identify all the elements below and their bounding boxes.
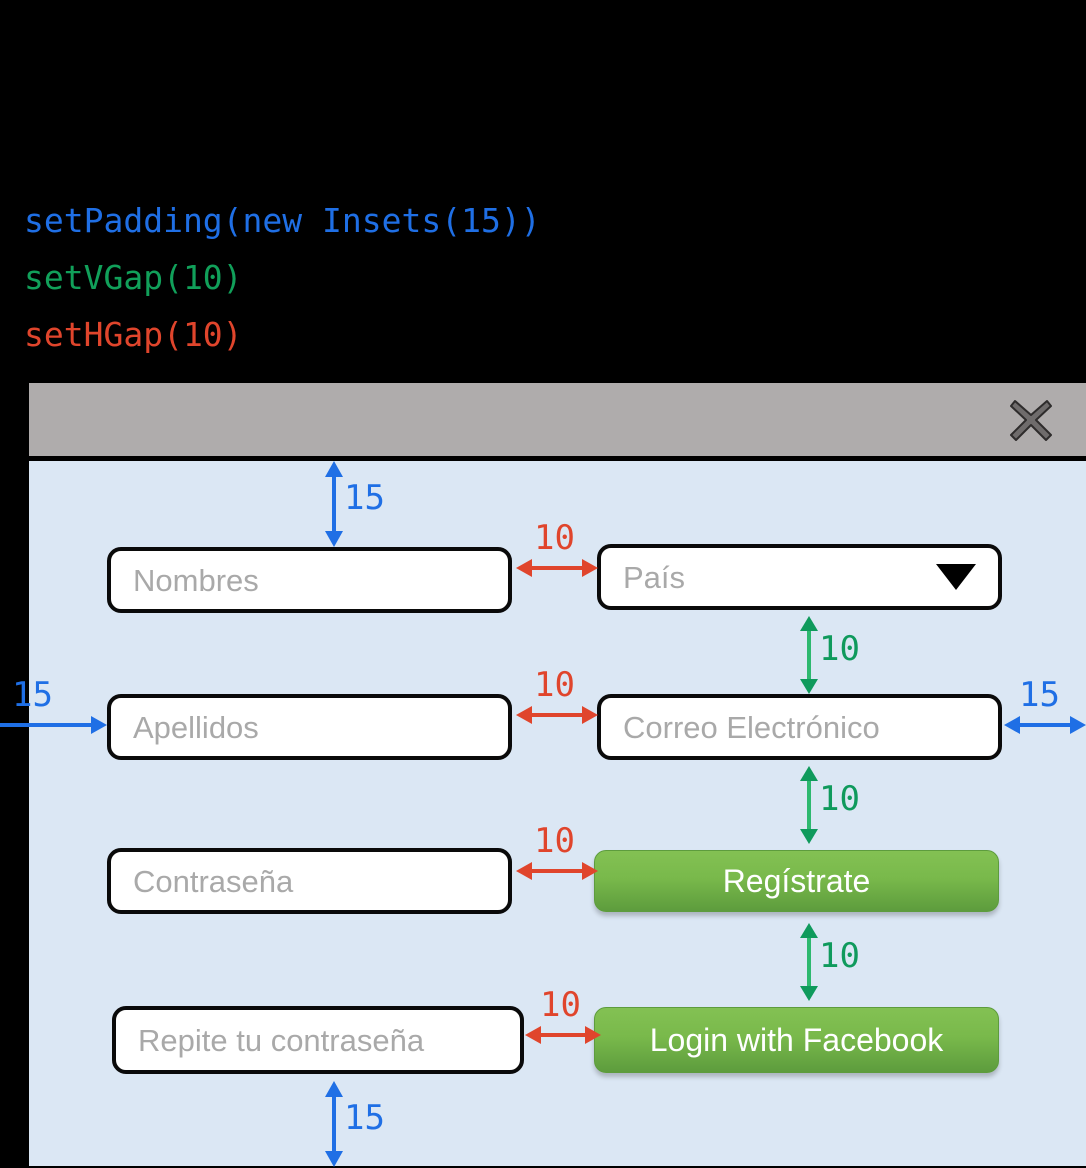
annotation-hgap-row1-label: 10	[534, 518, 575, 558]
registrate-button[interactable]: Regístrate	[594, 850, 999, 912]
chevron-down-icon[interactable]	[936, 564, 976, 590]
annotation-padding-top-label: 15	[344, 478, 385, 518]
annotation-hgap-row4: 10	[525, 988, 601, 1046]
password-placeholder: Contraseña	[133, 863, 294, 899]
annotation-padding-top: 15	[322, 461, 385, 547]
form-panel: Nombres País Apellidos Correo Electrónic…	[0, 461, 1086, 1167]
annotation-hgap-row2-label: 10	[534, 665, 575, 705]
correo-input[interactable]: Correo Electrónico	[597, 694, 1002, 760]
password-input[interactable]: Contraseña	[107, 848, 512, 914]
code-line-setpadding: setPadding(new Insets(15))	[24, 201, 541, 240]
annotation-vgap-3: 10	[797, 923, 860, 1001]
apellidos-placeholder: Apellidos	[133, 709, 259, 745]
annotation-vgap-1-label: 10	[819, 629, 860, 669]
annotation-vgap-1: 10	[797, 616, 860, 694]
correo-placeholder: Correo Electrónico	[623, 709, 880, 745]
annotation-hgap-row3-label: 10	[534, 821, 575, 861]
repeat-password-placeholder: Repite tu contraseña	[138, 1022, 425, 1058]
annotation-padding-right: 15	[1004, 678, 1086, 736]
annotation-padding-bottom: 15	[322, 1081, 385, 1167]
nombres-placeholder: Nombres	[133, 562, 259, 598]
annotation-hgap-row2: 10	[516, 668, 598, 726]
pais-placeholder: País	[623, 559, 686, 595]
close-icon[interactable]	[1008, 397, 1054, 443]
annotation-vgap-2-label: 10	[819, 779, 860, 819]
repeat-password-input[interactable]: Repite tu contraseña	[112, 1006, 524, 1074]
facebook-login-button[interactable]: Login with Facebook	[594, 1007, 999, 1073]
code-line-sethgap: setHGap(10)	[24, 315, 243, 354]
window-titlebar	[29, 383, 1086, 461]
annotation-padding-left: 15	[0, 678, 107, 736]
code-annotation-block: setPadding(new Insets(15)) setVGap(10) s…	[24, 192, 724, 363]
app-window: Nombres País Apellidos Correo Electrónic…	[0, 380, 1086, 1168]
nombres-input[interactable]: Nombres	[107, 547, 512, 613]
annotation-hgap-row3: 10	[516, 824, 598, 882]
annotation-padding-right-label: 15	[1019, 675, 1060, 715]
apellidos-input[interactable]: Apellidos	[107, 694, 512, 760]
pais-combobox[interactable]: País	[597, 544, 1002, 610]
facebook-login-button-label: Login with Facebook	[649, 1021, 944, 1058]
annotation-hgap-row1: 10	[516, 521, 598, 579]
annotation-padding-left-label: 15	[12, 675, 53, 715]
registrate-button-label: Regístrate	[722, 862, 871, 899]
annotation-vgap-2: 10	[797, 766, 860, 844]
annotation-hgap-row4-label: 10	[540, 985, 581, 1025]
annotation-vgap-3-label: 10	[819, 936, 860, 976]
annotation-padding-bottom-label: 15	[344, 1098, 385, 1138]
code-line-setvgap: setVGap(10)	[24, 258, 243, 297]
